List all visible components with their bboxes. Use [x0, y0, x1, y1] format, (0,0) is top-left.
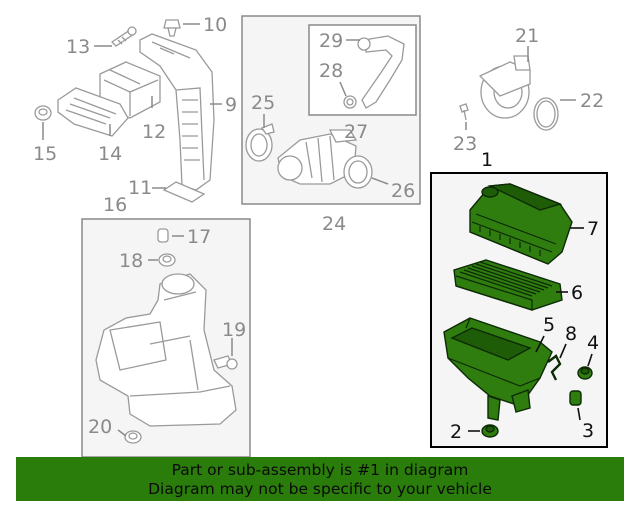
- callout-11: 11: [128, 177, 152, 199]
- callout-29: 29: [319, 30, 343, 52]
- banner-line-part-number: Part or sub-assembly is #1 in diagram: [171, 461, 469, 479]
- callout-7: 7: [587, 218, 599, 240]
- callout-18: 18: [119, 250, 143, 272]
- callout-21: 21: [515, 25, 539, 47]
- callout-9: 9: [225, 94, 237, 116]
- clip-28: [343, 95, 357, 109]
- grommet-4: [577, 366, 593, 380]
- cap-3: [569, 390, 582, 406]
- resonator-16: [95, 273, 237, 427]
- sensor-21: [478, 55, 531, 119]
- callout-26: 26: [391, 180, 415, 202]
- clip-10: [163, 19, 181, 37]
- filter-element-6: [453, 259, 563, 311]
- callout-14: 14: [98, 143, 122, 165]
- callout-4: 4: [587, 332, 599, 354]
- banner-line-disclaimer: Diagram may not be specific to your vehi…: [148, 480, 492, 498]
- grommet-18: [158, 253, 176, 267]
- grommet-15: [34, 105, 52, 121]
- air-cleaner-body-5: [443, 317, 553, 421]
- air-duct-9: [139, 33, 215, 191]
- callout-12: 12: [142, 121, 166, 143]
- group-label-27: 27: [344, 121, 368, 143]
- bolt-13: [110, 26, 137, 47]
- group-label-24: 24: [322, 213, 346, 235]
- callout-10: 10: [203, 14, 227, 36]
- air-cleaner-cover-7: [469, 183, 573, 265]
- callout-5: 5: [543, 314, 555, 336]
- clamp-26: [343, 155, 373, 189]
- pad-11: [162, 181, 206, 203]
- callout-23: 23: [453, 133, 477, 155]
- clamp-25: [245, 123, 275, 162]
- clip-8: [547, 354, 562, 381]
- breather-hose-27: [357, 35, 405, 109]
- highlight-notice-banner: Part or sub-assembly is #1 in diagram Di…: [16, 457, 624, 501]
- seal-22: [533, 97, 559, 131]
- bolt-19: [213, 355, 238, 370]
- callout-3: 3: [582, 420, 594, 442]
- callout-13: 13: [66, 36, 90, 58]
- callout-2: 2: [450, 421, 462, 443]
- group-label-1: 1: [481, 149, 493, 171]
- screw-23: [459, 103, 469, 121]
- callout-19: 19: [222, 319, 246, 341]
- callout-6: 6: [571, 282, 583, 304]
- callout-28: 28: [319, 60, 343, 82]
- grommet-2: [481, 424, 499, 438]
- callout-20: 20: [88, 416, 112, 438]
- callout-15: 15: [33, 143, 57, 165]
- callout-22: 22: [580, 90, 604, 112]
- clip-17: [157, 228, 169, 243]
- group-label-16: 16: [103, 194, 127, 216]
- callout-8: 8: [565, 323, 577, 345]
- grommet-20: [124, 430, 142, 444]
- callout-17: 17: [187, 226, 211, 248]
- intake-hose-24: [277, 129, 358, 185]
- callout-25: 25: [251, 92, 275, 114]
